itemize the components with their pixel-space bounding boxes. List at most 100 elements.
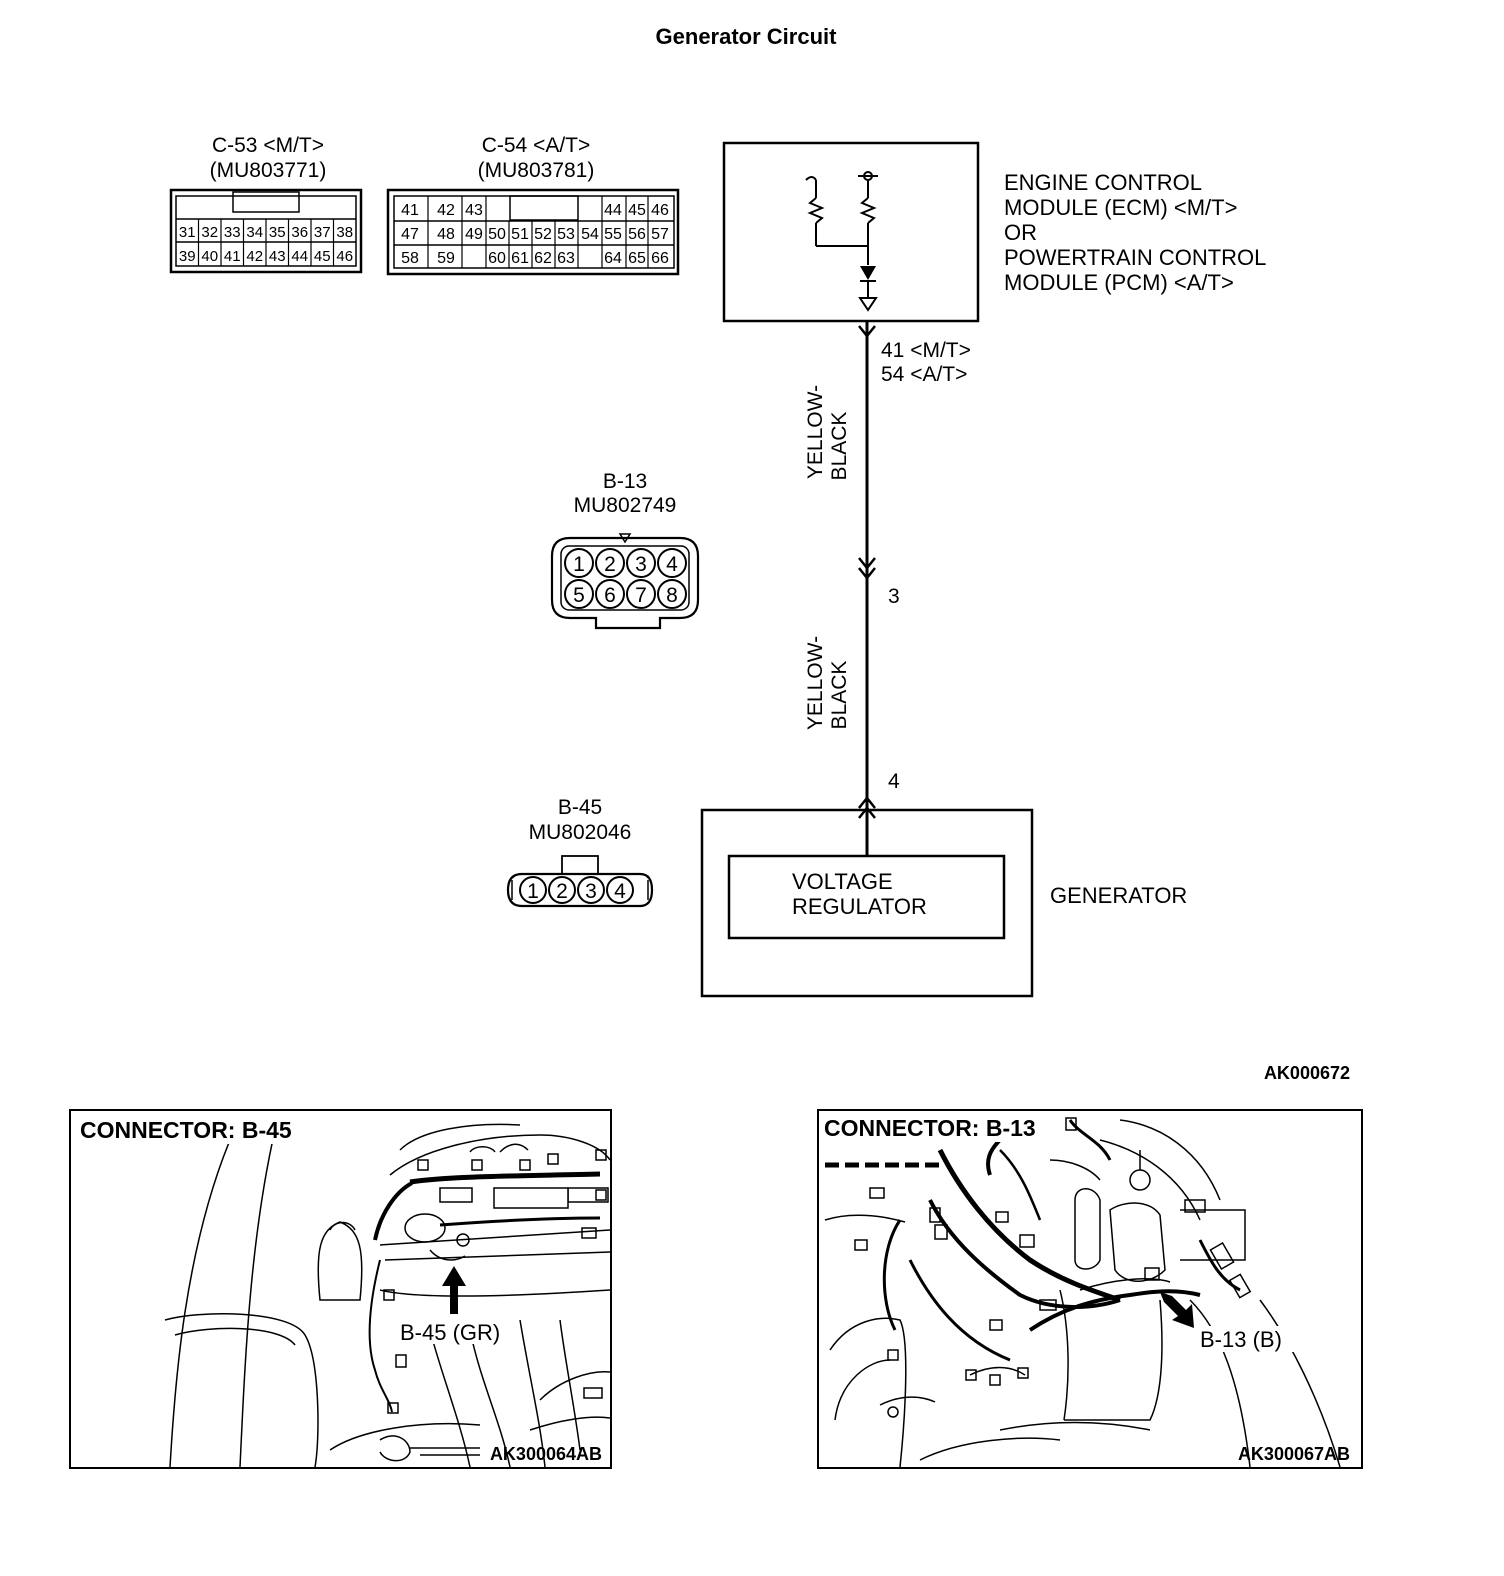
connector-c54-pin: 43 bbox=[465, 202, 483, 219]
connector-c53-pin: 46 bbox=[336, 248, 353, 265]
connector-c54-pin: 64 bbox=[604, 250, 622, 267]
connector-b45-pin: 1 bbox=[527, 880, 539, 903]
connector-c54-pin: 44 bbox=[604, 202, 622, 219]
ecm-label-line5: MODULE (PCM) <A/T> bbox=[1004, 270, 1234, 295]
connector-c54-pin: 65 bbox=[628, 250, 646, 267]
wire-color-bottom-1: YELLOW- bbox=[804, 636, 827, 730]
connector-c54-pin: 58 bbox=[401, 250, 419, 267]
generator-label: GENERATOR bbox=[1050, 883, 1187, 908]
connector-c54-pin: 52 bbox=[534, 226, 552, 243]
connector-b45-label: B-45 bbox=[558, 796, 602, 819]
connector-c54-pin: 41 bbox=[401, 202, 419, 219]
photo-connector-b45: CONNECTOR: B-45 B-45 (GR) AK300064AB bbox=[69, 1109, 612, 1469]
connector-c54-pin: 61 bbox=[511, 250, 529, 267]
ecm-label-line4: POWERTRAIN CONTROL bbox=[1004, 245, 1266, 270]
photo-left-callout: B-45 (GR) bbox=[400, 1320, 500, 1345]
connector-c54-pin: 57 bbox=[651, 226, 669, 243]
connector-c53-pin: 42 bbox=[246, 248, 263, 265]
photo-right-title: CONNECTOR: B-13 bbox=[824, 1115, 1036, 1141]
connector-c54-pin: 46 bbox=[651, 202, 669, 219]
ecm-pin-mt: 41 <M/T> bbox=[881, 339, 971, 362]
figure-id: AK000672 bbox=[1264, 1063, 1350, 1083]
connector-c54-pin: 45 bbox=[628, 202, 646, 219]
connector-c53-pin: 45 bbox=[314, 248, 331, 265]
connector-b13-pin: 2 bbox=[604, 553, 616, 576]
connector-c53-pin: 32 bbox=[201, 224, 218, 241]
generator bbox=[700, 808, 1034, 998]
connector-c54-pin: 47 bbox=[401, 226, 419, 243]
connector-c53-pin: 43 bbox=[269, 248, 286, 265]
connector-c53-pin: 44 bbox=[291, 248, 308, 265]
ecm-label-line3: OR bbox=[1004, 220, 1037, 245]
b13-pin-number: 3 bbox=[888, 585, 900, 608]
connector-b13-pin: 3 bbox=[635, 553, 647, 576]
connector-b13-pin: 8 bbox=[666, 584, 678, 607]
connector-b13-pin: 6 bbox=[604, 584, 616, 607]
connector-b45-pin: 3 bbox=[585, 880, 597, 903]
ecm-pcm-module bbox=[722, 141, 980, 323]
connector-c54-pin: 56 bbox=[628, 226, 646, 243]
connector-c53-label: C-53 <M/T> bbox=[212, 134, 324, 157]
diagram-title: Generator Circuit bbox=[656, 24, 838, 49]
connector-b13-pin: 1 bbox=[573, 553, 585, 576]
connector-b45-part: MU802046 bbox=[529, 821, 632, 844]
connector-b13-part: MU802749 bbox=[574, 494, 677, 517]
connector-c53-pin: 41 bbox=[224, 248, 241, 265]
engine-bay-illustration-left bbox=[164, 1123, 610, 1467]
connector-c54-pin: 42 bbox=[437, 202, 455, 219]
ecm-label-line2: MODULE (ECM) <M/T> bbox=[1004, 195, 1237, 220]
connector-c54-pin: 55 bbox=[604, 226, 622, 243]
ecm-label-line1: ENGINE CONTROL bbox=[1004, 170, 1202, 195]
connector-c54-label: C-54 <A/T> bbox=[482, 134, 591, 157]
connector-b13-pin: 4 bbox=[666, 553, 678, 576]
voltage-regulator-line2: REGULATOR bbox=[792, 894, 927, 919]
connector-c54-pin: 60 bbox=[488, 250, 506, 267]
connector-b13-pin: 5 bbox=[573, 584, 585, 607]
photo-right-callout: B-13 (B) bbox=[1200, 1327, 1282, 1352]
connector-b45-pin: 2 bbox=[556, 880, 568, 903]
connector-c54-pin: 66 bbox=[651, 250, 669, 267]
b45-pin-number: 4 bbox=[888, 770, 900, 793]
connector-c53-pin: 35 bbox=[269, 224, 286, 241]
connector-c54-part: (MU803781) bbox=[478, 159, 595, 182]
connector-c53-pin: 31 bbox=[179, 224, 196, 241]
connector-c53-pin: 39 bbox=[179, 248, 196, 265]
connector-c53-pin: 36 bbox=[291, 224, 308, 241]
connector-c54-pin: 59 bbox=[437, 250, 455, 267]
photo-left-code: AK300064AB bbox=[490, 1444, 602, 1464]
connector-b13-label: B-13 bbox=[603, 470, 647, 493]
connector-c54-pin: 53 bbox=[557, 226, 575, 243]
engine-bay-illustration-right bbox=[824, 1117, 1341, 1467]
connector-c54-pin: 62 bbox=[534, 250, 552, 267]
connector-c54-pin: 54 bbox=[581, 226, 599, 243]
connector-c54: C-54 <A/T> (MU803781) 41 42 43 44 45 46 47 48 49… bbox=[386, 134, 680, 276]
connector-c53: C-53 <M/T> (MU803771) 31 32 33 34 35 36 37 38 39… bbox=[169, 134, 363, 274]
ecm-pin-at: 54 <A/T> bbox=[881, 363, 967, 386]
connector-c53-pin: 37 bbox=[314, 224, 331, 241]
connector-c54-pin: 48 bbox=[437, 226, 455, 243]
photo-connector-b13: CONNECTOR: B-13 B-13 (B) AK300067AB bbox=[817, 1109, 1363, 1469]
signal-wire bbox=[858, 321, 876, 819]
wire-color-top-2: BLACK bbox=[828, 412, 851, 481]
connector-c53-pin: 38 bbox=[336, 224, 353, 241]
connector-c54-pin: 63 bbox=[557, 250, 575, 267]
connector-c53-part: (MU803771) bbox=[210, 159, 327, 182]
wire-color-bottom-2: BLACK bbox=[828, 661, 851, 730]
voltage-regulator-line1: VOLTAGE bbox=[792, 869, 893, 894]
connector-b13-pin: 7 bbox=[635, 584, 647, 607]
connector-c53-pin: 40 bbox=[201, 248, 218, 265]
photo-right-code: AK300067AB bbox=[1238, 1444, 1350, 1464]
arrow-up-icon bbox=[442, 1266, 466, 1314]
connector-c53-pin: 33 bbox=[224, 224, 241, 241]
wire-color-top-1: YELLOW- bbox=[804, 385, 827, 479]
arrow-icon bbox=[1160, 1292, 1194, 1328]
connector-c54-pin: 50 bbox=[488, 226, 506, 243]
connector-c54-pin: 49 bbox=[465, 226, 483, 243]
photo-left-title: CONNECTOR: B-45 bbox=[80, 1117, 292, 1143]
connector-c54-pin: 51 bbox=[511, 226, 529, 243]
connector-b45-pin: 4 bbox=[614, 880, 626, 903]
connector-c53-pin: 34 bbox=[246, 224, 263, 241]
